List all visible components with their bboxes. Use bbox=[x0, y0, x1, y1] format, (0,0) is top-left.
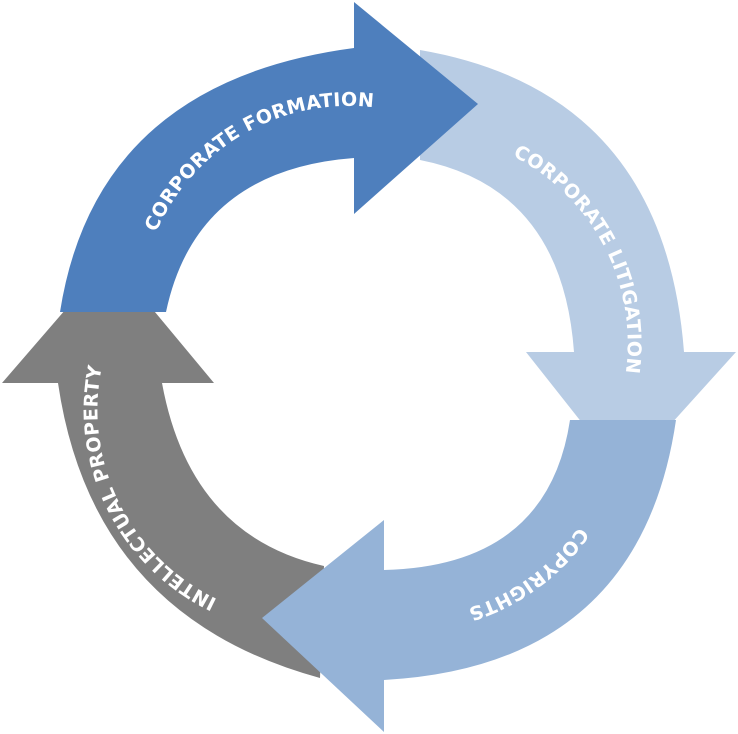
segment-copyrights-arrow bbox=[262, 420, 676, 732]
segment-corporate-litigation-arrow bbox=[420, 50, 736, 476]
segment-corporate-formation-arrow bbox=[60, 2, 478, 312]
segment-intellectual-property-arrow bbox=[2, 258, 324, 678]
